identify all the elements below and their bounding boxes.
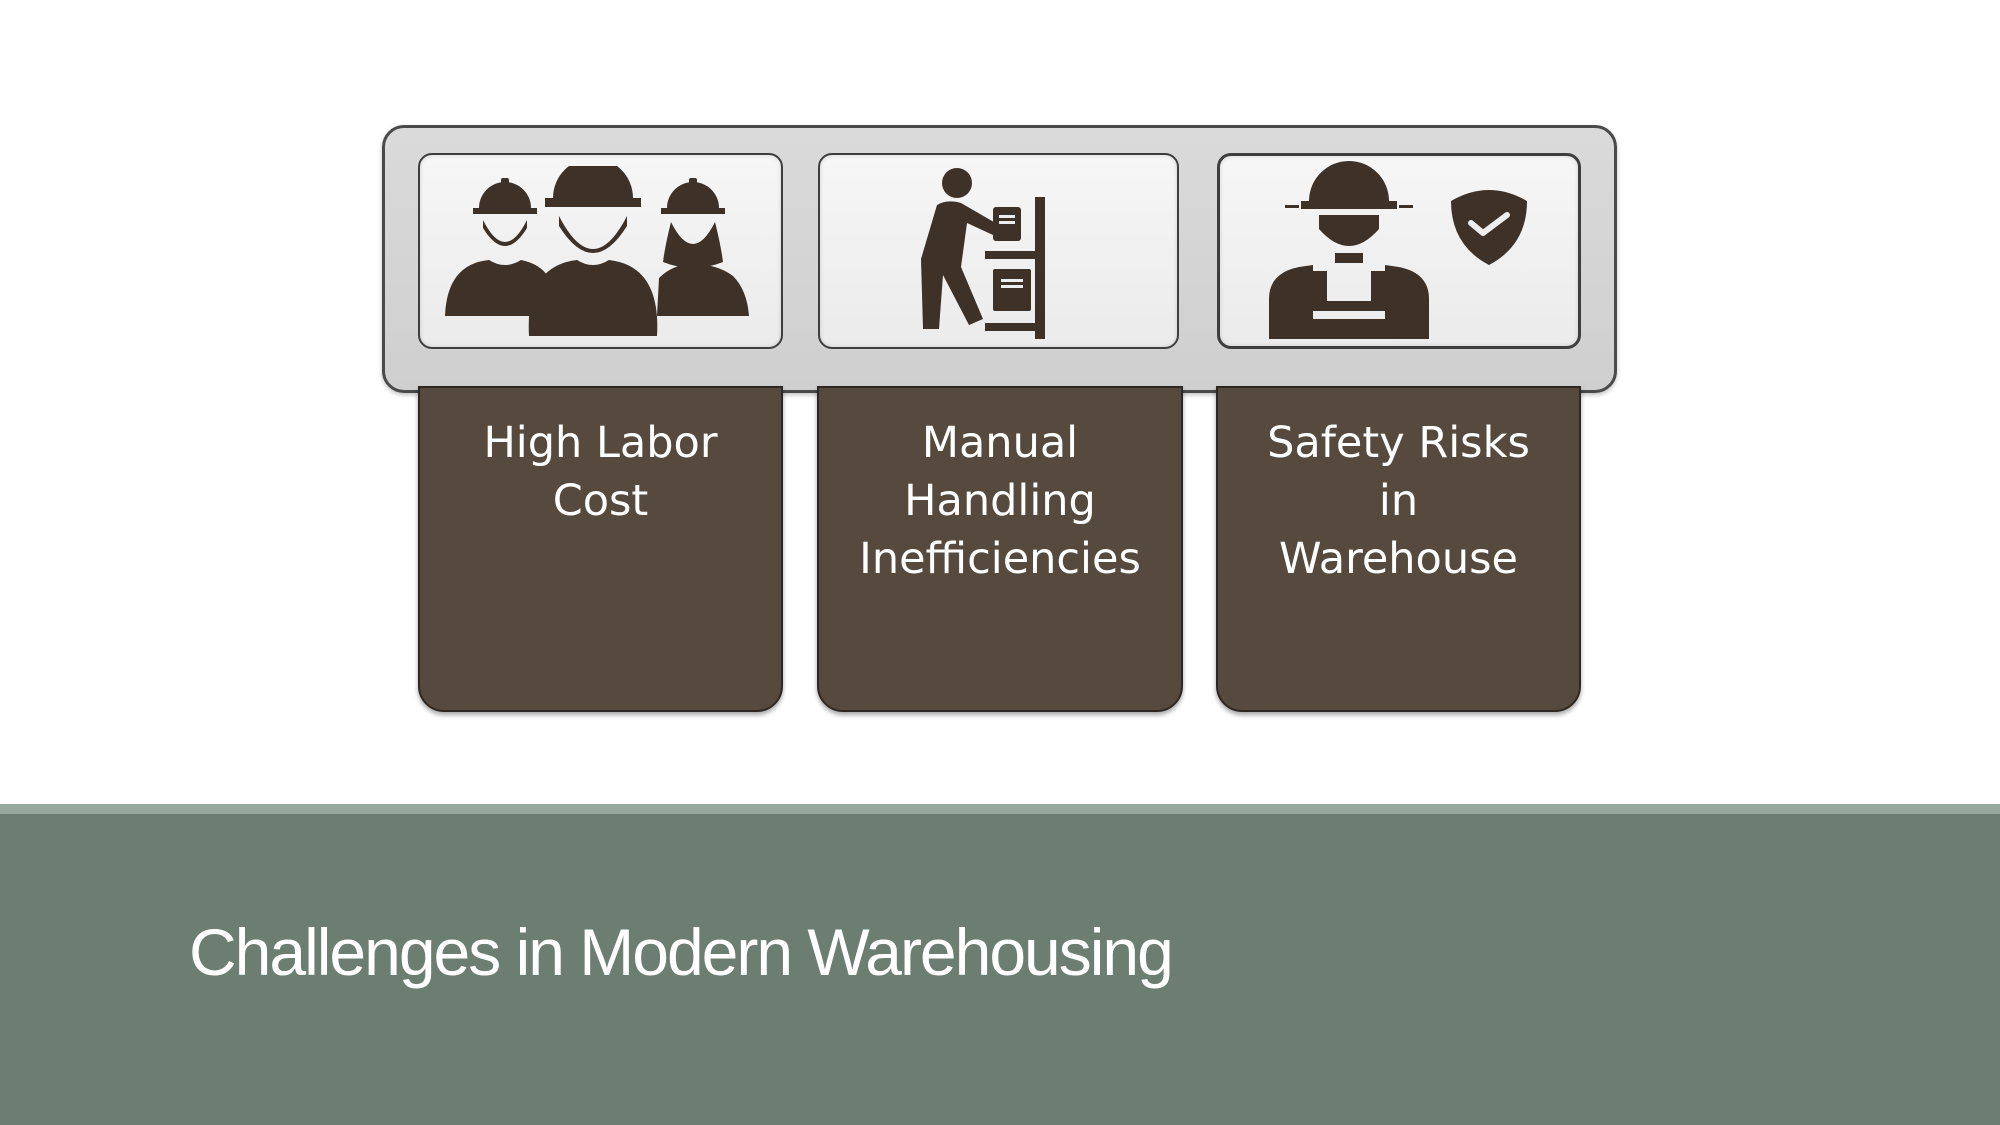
slide-title: Challenges in Modern Warehousing [189, 915, 1174, 989]
worker-safety-shield-icon [1269, 161, 1527, 339]
challenge-card-label: Safety Risks in Warehouse [1216, 386, 1581, 712]
title-band-accent [0, 804, 2000, 814]
challenge-card-label: Manual Handling Inefficiencies [817, 386, 1183, 712]
icon-box-safety-risks [1217, 153, 1581, 349]
icon-box-high-labor-cost [418, 153, 783, 349]
challenge-card-label: High Labor Cost [418, 386, 783, 712]
workers-group-icon [444, 166, 749, 336]
worker-lifting-box-icon [920, 168, 1045, 339]
title-band [0, 814, 2000, 1125]
icon-box-manual-handling [818, 153, 1179, 349]
